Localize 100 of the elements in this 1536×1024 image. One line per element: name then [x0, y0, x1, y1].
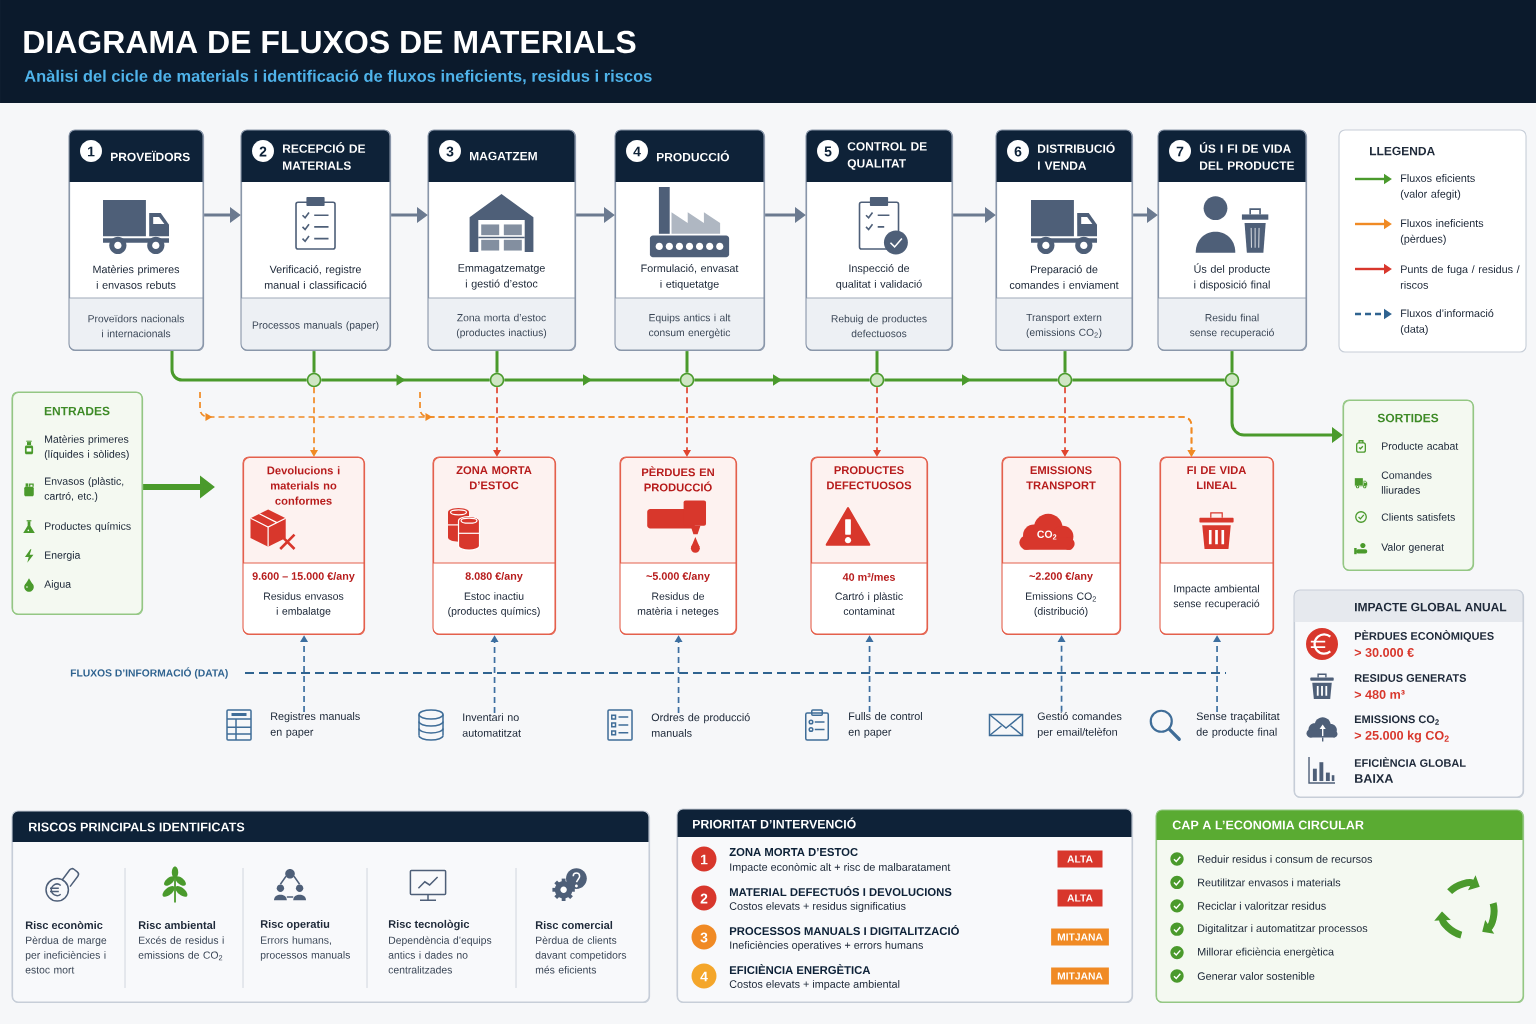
panel-heading: SORTIDES: [1377, 413, 1439, 423]
dashed-arrow: [493, 386, 501, 457]
subtitle: Anàlisi del cicle de materials i identificació de fluxos ineficients, residus i riscos: [24, 69, 652, 85]
loss-value: ~5.000 €/any: [646, 571, 710, 583]
panel-heading: PRIORITAT D’INTERVENCIÓ: [693, 817, 856, 829]
loss-description: Residus envasos i embalatge: [264, 592, 344, 617]
priority-text: Costos elevats + residus significatius: [729, 901, 906, 913]
priority-title: ZONA MORTA D’ESTOC: [729, 848, 858, 856]
loss-title: Devolucions i materials no conformes: [267, 466, 340, 505]
step-note: Transport extern (emissions CO$_{2}$): [1026, 313, 1102, 339]
number-badge: 3: [439, 140, 461, 162]
connector-line: [1072, 378, 1225, 382]
risk-title: Risc tecnològic: [388, 919, 470, 931]
number-badge: 7: [1169, 140, 1191, 162]
priority-title: MATERIAL DEFECTUÓS I DEVOLUCIONS: [729, 885, 952, 897]
step-title: RECEPCIÓ DE MATERIALS: [283, 142, 366, 170]
number-badge: 1: [691, 846, 717, 872]
priority-text: Ineficiències operatives + errors humans: [730, 940, 923, 952]
priority-badge: MITJANA: [1051, 967, 1109, 985]
number-badge: 4: [691, 963, 717, 989]
risk-title: Risc comercial: [535, 920, 613, 930]
step-note: Residu final sense recuperació: [1189, 313, 1274, 339]
loss-description: Cartró i plàstic contaminat: [835, 592, 903, 615]
number-badge: 2: [691, 885, 717, 911]
impact-label: EMISSIONS CO$_{2}$: [1354, 715, 1439, 725]
info-text: Gestió comandes per email/telèfon: [1037, 712, 1122, 738]
priority-badge: MITJANA: [1051, 928, 1109, 946]
step-title: DISTRIBUCIÓ I VENDA: [1038, 142, 1115, 170]
loss-description: Residus de matèria i neteges: [637, 592, 719, 617]
info-text: Inventari no automatitzat: [462, 713, 521, 737]
risk-title: Risc econòmic: [25, 920, 103, 930]
priority-badge: ALTA: [1057, 889, 1103, 907]
number-badge: 1: [80, 140, 102, 162]
risk-text: Pèrdua de marge per ineficiències i estoc mort: [25, 936, 107, 974]
risk-title: Risc operatiu: [260, 919, 330, 931]
list-item: Matèries primeres (líquides i sòlides): [44, 435, 129, 460]
list-item: Reutilitzar envasos i materials: [1198, 878, 1341, 887]
connector-line: [170, 351, 307, 382]
info-text: Ordres de producció manuals: [651, 713, 750, 737]
number-badge: 2: [252, 140, 274, 162]
impact-value: > 30.000 €: [1354, 648, 1414, 657]
panel-heading: IMPACTE GLOBAL ANUAL: [1355, 602, 1507, 612]
list-item: Digitalitzar i automatitzar processos: [1198, 924, 1368, 935]
dashed-arrow: [419, 391, 1196, 457]
section-label: FLUXOS D’INFORMACIÓ (DATA): [70, 667, 228, 679]
connector-line: [685, 351, 689, 373]
dashed-arrow: [873, 386, 881, 457]
legend-text: Fluxos eficients (valor afegit): [1400, 174, 1475, 200]
priority-badge: ALTA: [1057, 850, 1103, 868]
step-note: Proveïdors nacionals i internacionals: [88, 314, 184, 338]
legend-text: Punts de fuga / residus / riscos: [1400, 265, 1520, 289]
list-item: Envasos (plàstic, cartró, etc.): [44, 477, 124, 502]
list-item: Valor generat: [1381, 543, 1444, 553]
loss-title: PRODUCTES DEFECTUOSOS: [827, 466, 912, 490]
connector-line: [1230, 351, 1234, 373]
list-item: Aigua: [44, 580, 72, 590]
dashed-arrow: [683, 386, 691, 457]
risk-text: Errors humans, processos manuals: [260, 936, 350, 961]
step-note: Zona morta d’estoc (productes inactius): [456, 313, 547, 339]
connector-line: [495, 351, 499, 373]
impact-value: > 25.000 kg CO$_{2}$: [1354, 730, 1449, 743]
risk-text: Pèrdua de clients davant competidors més eficients: [535, 936, 627, 974]
info-text: Registres manuals en paper: [270, 712, 360, 738]
legend-text: Fluxos d’informació (data): [1400, 309, 1494, 335]
priority-text: Impacte econòmic alt + risc de malbaratament: [730, 862, 951, 874]
list-item: Generar valor sostenible: [1197, 972, 1315, 980]
step-description: Inspecció de qualitat i validació: [836, 264, 922, 290]
number-badge: 3: [691, 924, 717, 950]
legend-text: Fluxos ineficients (pèrdues): [1400, 219, 1484, 245]
dashed-arrow: [310, 386, 318, 457]
step-description: Preparació de comandes i enviament: [1009, 265, 1119, 289]
step-description: Ús del producte i disposició final: [1194, 263, 1270, 291]
info-text: Fulls de control en paper: [848, 712, 922, 738]
panel-heading: ENTRADES: [44, 406, 110, 416]
panel-heading: RISCOS PRINCIPALS IDENTIFICATS: [29, 822, 245, 832]
number-badge: 6: [1007, 140, 1029, 162]
step-description: Formulació, envasat i etiquetatge: [641, 264, 739, 290]
list-item: Reciclar i valoritzar residus: [1198, 901, 1326, 910]
step-title: PRODUCCIÓ: [657, 150, 730, 162]
loss-value: 8.080 €/any: [465, 571, 523, 583]
list-item: Productes químics: [45, 522, 131, 532]
priority-title: PROCESSOS MANUALS I DIGITALITZACIÓ: [729, 924, 959, 936]
risk-text: Dependència d’equips antics i dades no centralitzades: [388, 936, 492, 974]
step-note: Equips antics i alt consum energètic: [649, 313, 731, 339]
impact-label: RESIDUS GENERATS: [1354, 674, 1467, 682]
list-item: Comandes lliurades: [1381, 471, 1432, 494]
loss-title: FI DE VIDA LINEAL: [1187, 466, 1247, 490]
step-title: CONTROL DE QUALITAT: [847, 142, 927, 170]
step-title: ÚS I FI DE VIDA DEL PRODUCTE: [1199, 142, 1295, 170]
impact-label: PÈRDUES ECONÒMIQUES: [1354, 630, 1494, 642]
step-note: Processos manuals (paper): [252, 321, 379, 331]
list-item: Millorar eficiència energètica: [1198, 947, 1335, 958]
list-item: Producte acabat: [1382, 442, 1459, 450]
panel-heading: CAP A L’ECONOMIA CIRCULAR: [1172, 820, 1364, 830]
loss-description: Impacte ambiental sense recuperació: [1173, 584, 1260, 610]
loss-title: PÈRDUES EN PRODUCCIÓ: [642, 466, 714, 492]
step-description: Matèries primeres i envasos rebuts: [93, 265, 180, 289]
loss-value: 40 m³/mes: [842, 573, 895, 581]
loss-value: 9.600 – 15.000 €/any: [252, 571, 355, 583]
list-item: Clients satisfets: [1381, 513, 1455, 521]
